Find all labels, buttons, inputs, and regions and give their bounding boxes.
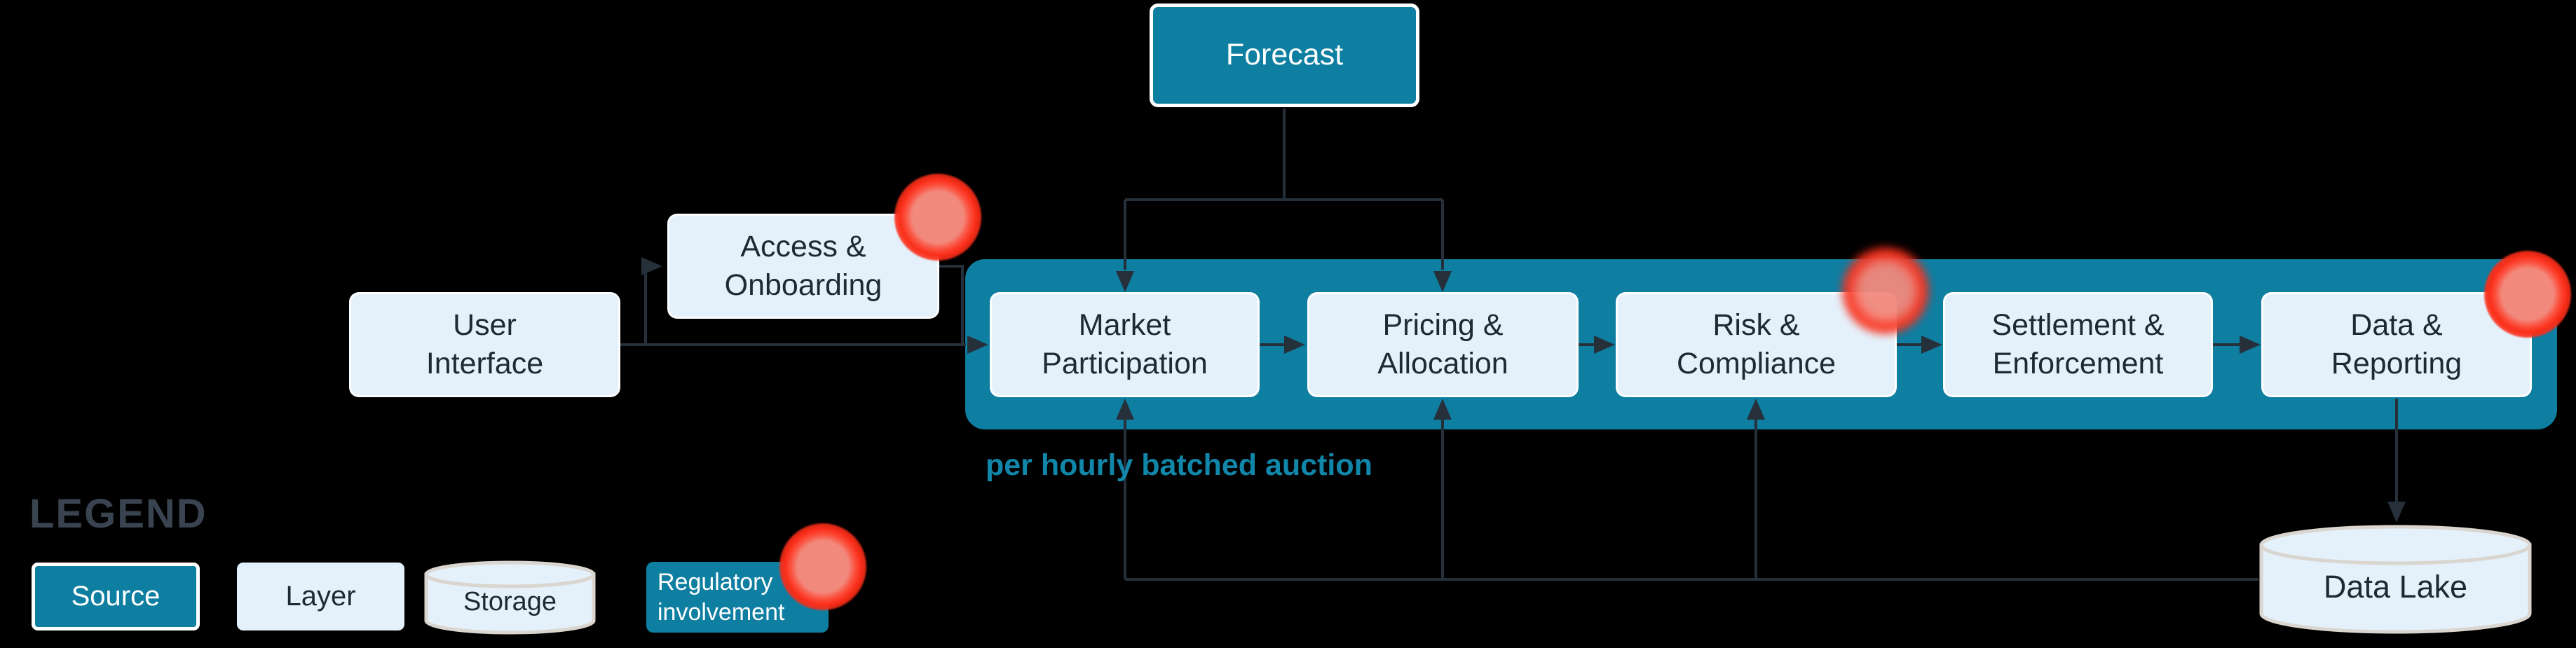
- legend-regulatory-label: Regulatory involvement: [657, 569, 785, 626]
- node-settlement-enforcement: Settlement & Enforcement: [1943, 292, 2213, 397]
- node-pricing-allocation: Pricing & Allocation: [1307, 292, 1579, 397]
- node-market-participation: Market Participation: [990, 292, 1260, 397]
- node-risk-compliance-label: Risk & Compliance: [1676, 308, 1836, 380]
- node-forecast-label: Forecast: [1225, 38, 1344, 72]
- access-to-market-connector: [939, 265, 964, 345]
- legend-item-layer: Layer: [237, 563, 404, 630]
- legend-item-source: Source: [32, 563, 200, 630]
- node-data-reporting: Data & Reporting: [2261, 292, 2532, 397]
- legend-layer-label: Layer: [285, 581, 356, 612]
- node-user-interface: User Interface: [349, 292, 620, 397]
- node-user-interface-label: User Interface: [425, 308, 544, 380]
- node-data-lake-label: Data Lake: [2323, 569, 2468, 605]
- node-market-participation-label: Market Participation: [1042, 308, 1208, 380]
- legend-storage-cylinder-icon: [424, 560, 596, 635]
- node-access-onboarding: Access & Onboarding: [667, 214, 939, 319]
- legend-storage-label: Storage: [463, 587, 557, 616]
- regulatory-involvement-dot-legend: [779, 523, 866, 610]
- legend-title: LEGEND: [29, 491, 207, 537]
- band-caption: per hourly batched auction: [986, 448, 1372, 482]
- node-data-reporting-label: Data & Reporting: [2331, 308, 2462, 380]
- node-access-onboarding-label: Access & Onboarding: [724, 229, 882, 302]
- data-lake-cylinder-icon: [2259, 525, 2532, 634]
- regulatory-involvement-dot-risk: [1842, 247, 1929, 334]
- legend-source-label: Source: [71, 581, 161, 612]
- node-settlement-enforcement-label: Settlement & Enforcement: [1991, 308, 2165, 380]
- regulatory-involvement-dot-access: [894, 174, 981, 261]
- node-forecast: Forecast: [1150, 4, 1419, 107]
- regulatory-involvement-dot-data-reporting: [2484, 251, 2571, 338]
- node-pricing-allocation-label: Pricing & Allocation: [1377, 308, 1508, 380]
